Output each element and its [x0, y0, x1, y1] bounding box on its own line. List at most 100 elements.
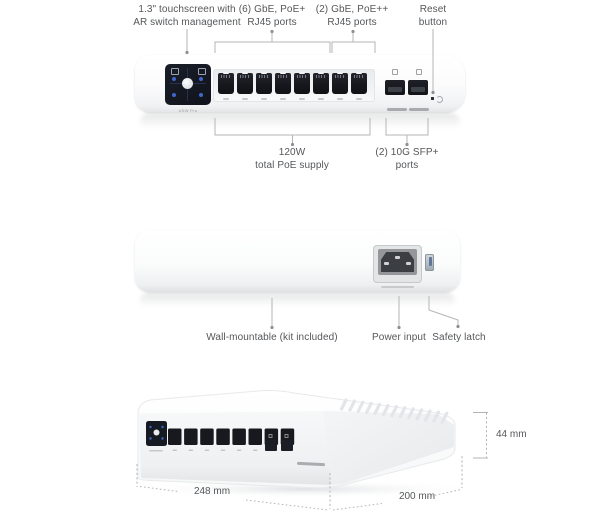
switch-back-view [135, 230, 460, 292]
perspective-rj45-port [232, 428, 246, 445]
rj45-port [294, 72, 310, 100]
perspective-rj45-port [264, 428, 279, 445]
width-dimension-label: 248 mm [193, 486, 231, 497]
perspective-rj45-port [216, 428, 230, 445]
vent-rib [390, 405, 398, 418]
vent-rib [356, 400, 365, 413]
reset-button [431, 97, 434, 100]
height-dimension-label: 44 mm [496, 429, 527, 440]
port-number-mark [261, 98, 267, 100]
screen-dot [161, 437, 164, 440]
perspective-rj45-port [248, 428, 262, 445]
poe-plus-ports-label: (6) GbE, PoE+ RJ45 ports [238, 4, 306, 28]
perspective-port-mark [236, 449, 242, 451]
rj45-port [351, 72, 367, 100]
power-input-label: Power input [372, 332, 426, 343]
sfp-led-indicator [392, 69, 398, 75]
perspective-rj45-port [184, 428, 198, 445]
screen-dot [172, 77, 176, 81]
perspective-port-mark [172, 449, 177, 451]
power-pin [384, 262, 389, 265]
front-reflection [140, 113, 460, 131]
perspective-model-text [149, 450, 163, 452]
perspective-sfp-led [284, 434, 289, 438]
perspective-rj45-port [200, 428, 214, 445]
screen-display-icon [171, 68, 179, 75]
vent-rib [365, 401, 373, 414]
switch-perspective-view [137, 390, 456, 489]
vent-rib [398, 406, 407, 419]
sfp-port [385, 80, 405, 95]
rj45-port [218, 72, 234, 100]
vent-slot [409, 108, 429, 111]
vent-rib [381, 403, 390, 417]
rj45-port-row [218, 72, 367, 100]
power-pin [395, 256, 400, 259]
screen-center-button [182, 78, 193, 89]
port-number-mark [356, 98, 362, 100]
touchscreen-label: 1.3" touchscreen with AR switch manageme… [133, 4, 241, 28]
device-silhouette [137, 390, 456, 489]
perspective-rj45-port [168, 428, 182, 445]
power-pin [406, 262, 411, 265]
reset-button-label: Reset button [418, 4, 448, 28]
vent-rib [432, 410, 440, 423]
depth-dimension-label: 200 mm [398, 491, 436, 502]
perspective-rj45-port [280, 428, 295, 445]
perspective-touchscreen [146, 421, 167, 446]
port-number-mark [318, 98, 324, 100]
safety-latch-label: Safety latch [432, 332, 486, 343]
power-input-socket [381, 252, 414, 272]
vent-rib [373, 402, 382, 415]
sfp-ports-label: (2) 10G SFP+ ports [375, 147, 439, 171]
wall-mount-label: Wall-mountable (kit included) [206, 332, 338, 343]
perspective-port-mark [220, 449, 226, 451]
screen-dot [199, 93, 203, 97]
screen-dot [172, 93, 176, 97]
perspective-sfp-port [281, 440, 293, 451]
port-number-mark [280, 98, 286, 100]
sfp-port [408, 80, 428, 95]
device-front-face [139, 411, 331, 485]
screen-poe-icon [198, 68, 206, 75]
perspective-port-mark [188, 449, 194, 451]
perspective-screen-button [153, 429, 160, 436]
switch-front-view: USW Pro [135, 55, 465, 113]
sfp-led-indicator [416, 69, 422, 75]
rj45-port [332, 72, 348, 100]
vent-rib [339, 398, 348, 411]
perspective-port-mark [285, 449, 290, 451]
screen-dot [149, 437, 152, 440]
vent-rib [415, 408, 424, 421]
vent-rib [348, 399, 356, 412]
vent-slot [387, 108, 407, 111]
port-number-mark [223, 98, 229, 100]
rj45-port [313, 72, 329, 100]
perspective-sfp-led [268, 434, 273, 438]
rj45-port [237, 72, 253, 100]
screen-dot [149, 425, 152, 429]
safety-latch [425, 254, 434, 271]
touchscreen-display [165, 64, 211, 105]
perspective-port-mark [204, 449, 210, 451]
perspective-sfp-port [265, 440, 277, 451]
device-right-face [323, 411, 454, 485]
vent-rib [440, 411, 449, 424]
vent-rib [407, 407, 415, 420]
perspective-port-row [168, 428, 295, 451]
poe-plus-plus-ports-label: (2) GbE, PoE++ RJ45 ports [315, 4, 389, 28]
perspective-vent [297, 461, 325, 467]
back-reflection [140, 293, 455, 309]
port-number-mark [242, 98, 248, 100]
rj45-port [256, 72, 272, 100]
poe-supply-label: 120W total PoE supply [255, 147, 329, 171]
reset-icon [436, 96, 443, 103]
port-number-mark [337, 98, 343, 100]
port-number-mark [299, 98, 305, 100]
rj45-port [275, 72, 291, 100]
perspective-port-mark [269, 449, 274, 451]
perspective-port-mark [253, 449, 258, 451]
leader-dots-back [270, 324, 460, 330]
screen-dot [161, 425, 164, 429]
